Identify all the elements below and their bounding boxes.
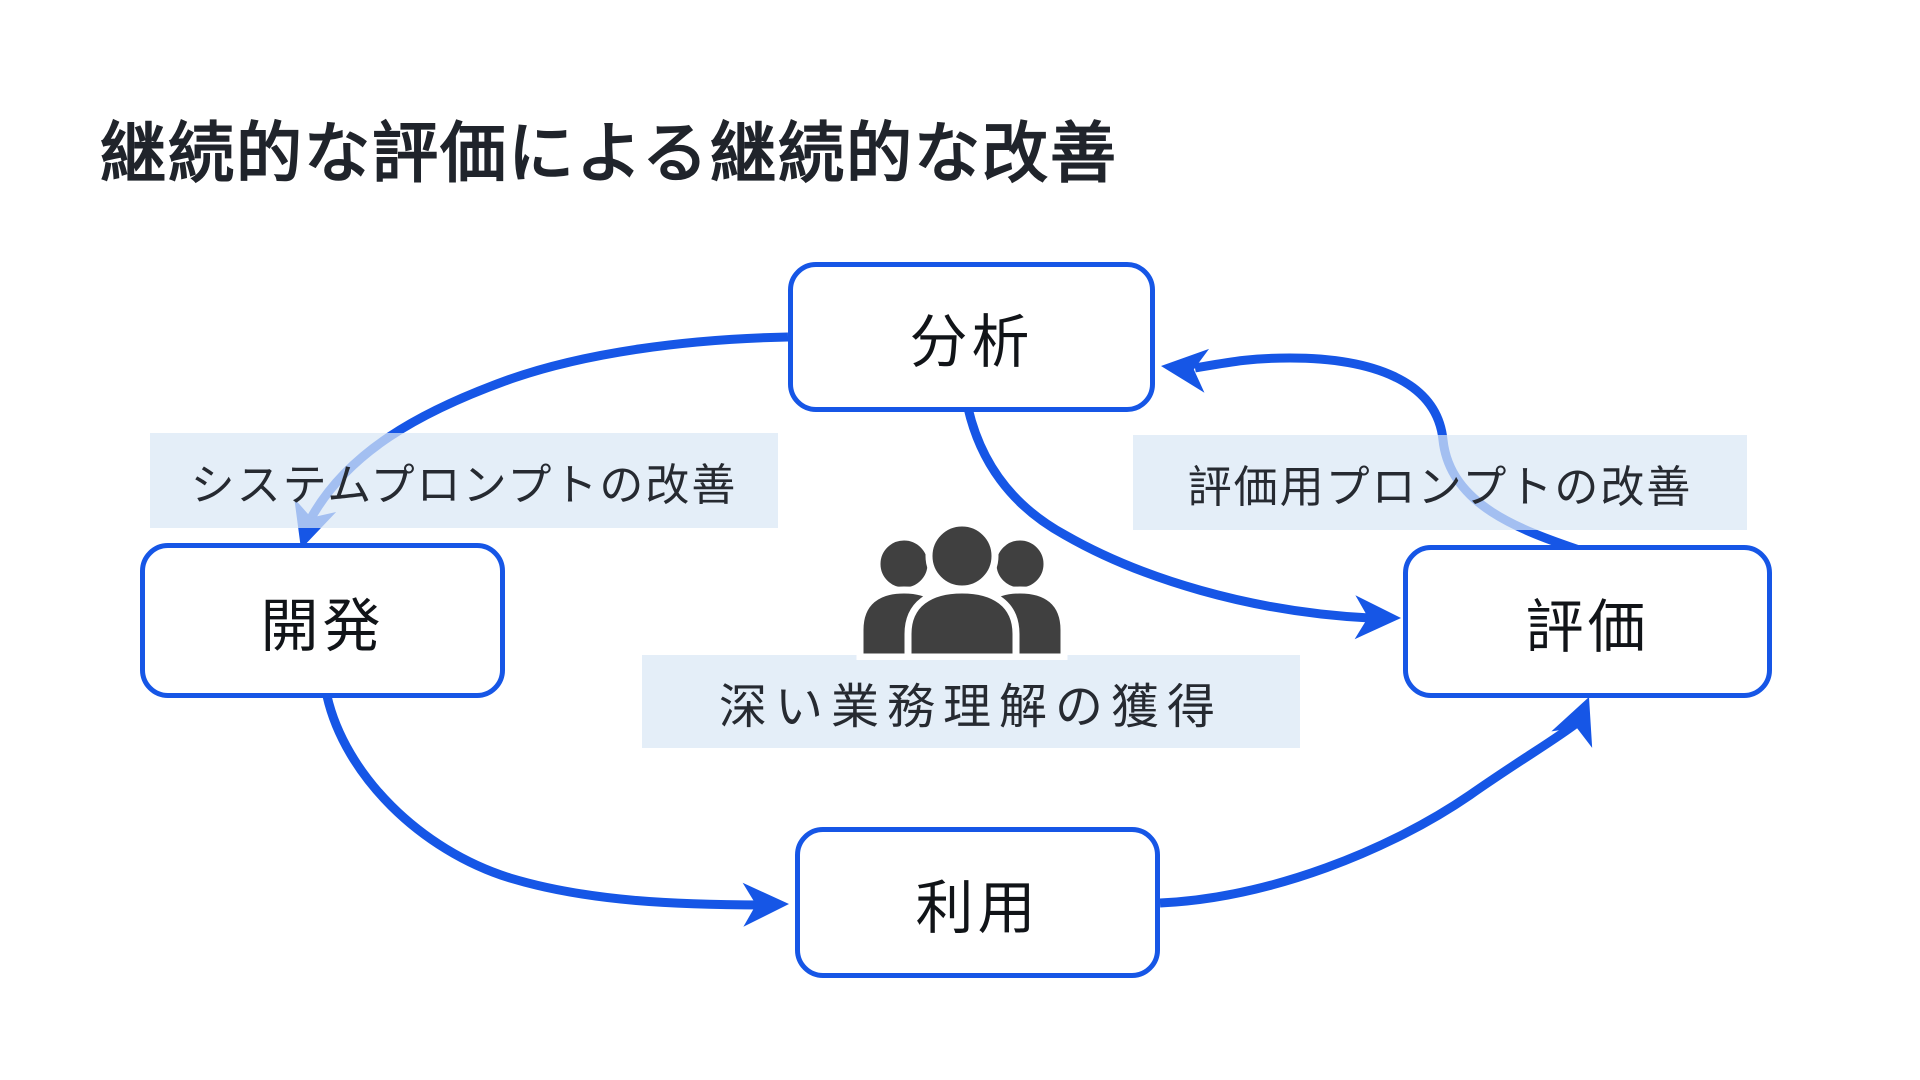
people-group-icon <box>856 520 1068 660</box>
arrow-development-to-usage <box>322 694 771 910</box>
node-development: 開発 <box>140 543 505 698</box>
edge-label-text: システムプロンプトの改善 <box>190 460 738 510</box>
arrowhead-into-usage <box>742 882 789 927</box>
person-silhouette <box>904 520 1020 660</box>
node-usage-label: 利用 <box>915 875 1040 941</box>
arrow-usage-to-evaluation <box>1159 718 1581 908</box>
node-analysis-label: 分析 <box>909 310 1034 375</box>
edge-label-evaluation-prompt-improvement: 評価用プロンプトの改善 <box>1133 435 1747 530</box>
node-evaluation: 評価 <box>1403 545 1772 698</box>
arrow-analysis-to-evaluation <box>963 406 1371 623</box>
node-evaluation-label: 評価 <box>1525 594 1650 660</box>
arrowhead-into-analysis <box>1161 348 1210 393</box>
node-analysis: 分析 <box>788 262 1155 412</box>
node-development-label: 開発 <box>260 593 385 659</box>
arrowhead-into-evaluation-bottom <box>1551 697 1593 748</box>
edge-label-system-prompt-improvement: システムプロンプトの改善 <box>150 433 778 528</box>
arrowhead-into-evaluation-left <box>1354 595 1401 640</box>
edge-label-deep-understanding: 深い業務理解の獲得 <box>642 655 1300 748</box>
slide-title: 継続的な評価による継続的な改善 <box>100 116 1119 190</box>
node-usage: 利用 <box>795 827 1160 978</box>
edge-label-text: 深い業務理解の獲得 <box>718 680 1223 734</box>
edge-label-text: 評価用プロンプトの改善 <box>1187 462 1693 512</box>
